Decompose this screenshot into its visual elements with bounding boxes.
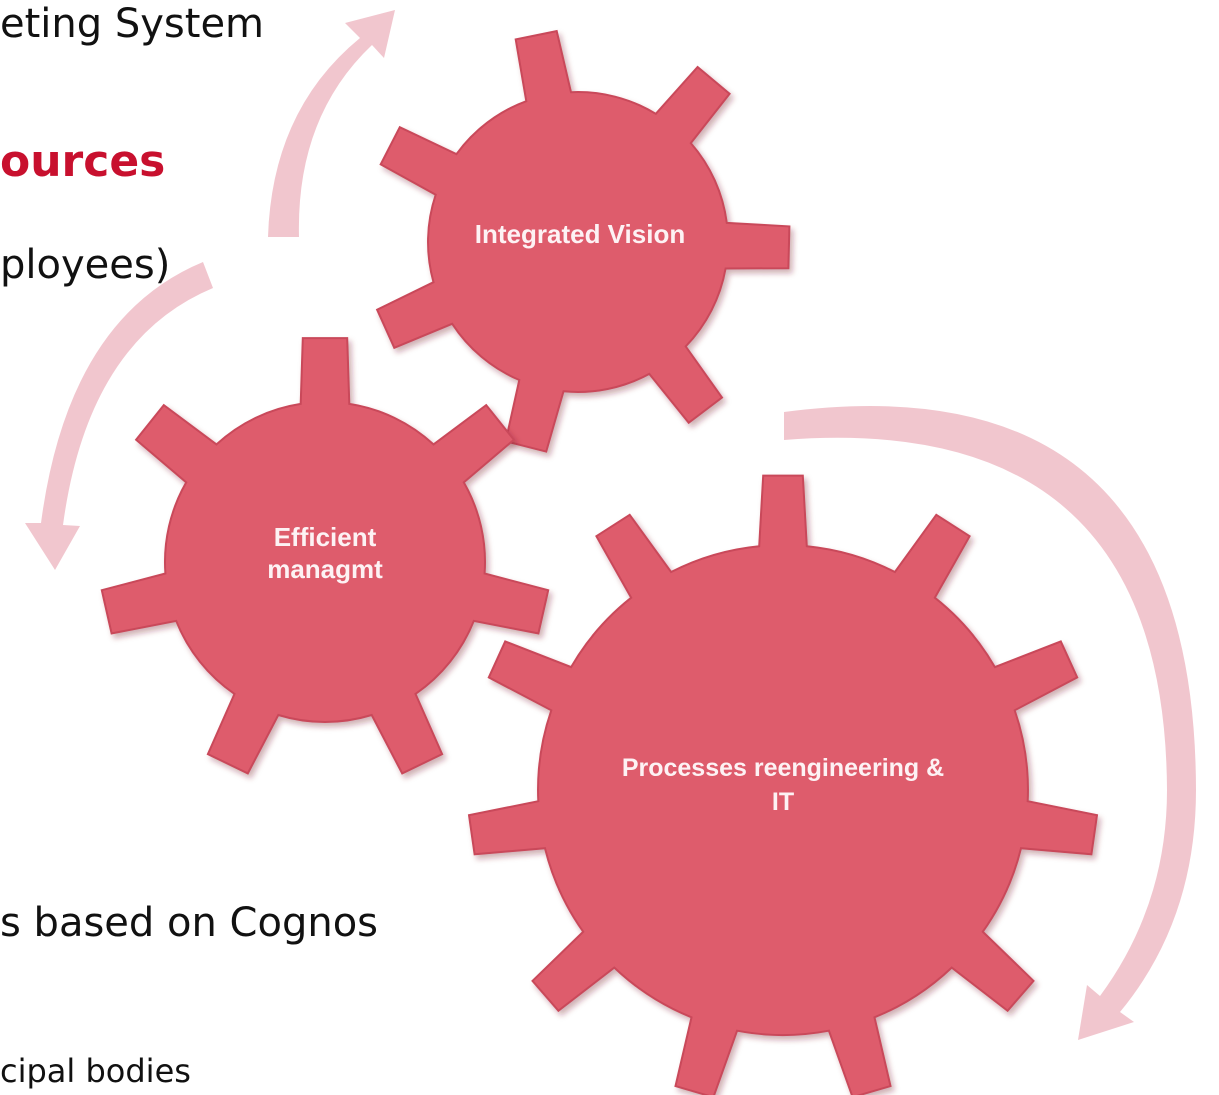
background-heading-resources: ources (0, 136, 166, 187)
gear-left-shape (100, 337, 550, 775)
background-text-employees: ployees) (0, 242, 171, 288)
cycle-arrow-top (268, 10, 395, 237)
gear-left-label-line1: Efficient (274, 522, 377, 552)
gear-right-shape (467, 474, 1099, 1095)
gear-efficient-managmt: Efficient managmt (100, 337, 550, 775)
gear-right-label-line2: IT (772, 788, 794, 816)
gear-integrated-vision: Integrated Vision (375, 29, 791, 453)
gear-processes-reengineering: Processes reengineering & IT (467, 474, 1099, 1095)
background-text-budgeting-system: eting System (0, 1, 265, 47)
gear-top-label: Integrated Vision (475, 219, 685, 249)
cycle-arrow-left (25, 262, 213, 570)
background-text-municipal-bodies: cipal bodies (0, 1052, 191, 1090)
background-text-cognos: s based on Cognos (0, 900, 379, 946)
gear-right-label-line1: Processes reengineering & (622, 754, 944, 782)
gear-top-shape (375, 29, 791, 453)
gear-left-label-line2: managmt (267, 554, 383, 584)
